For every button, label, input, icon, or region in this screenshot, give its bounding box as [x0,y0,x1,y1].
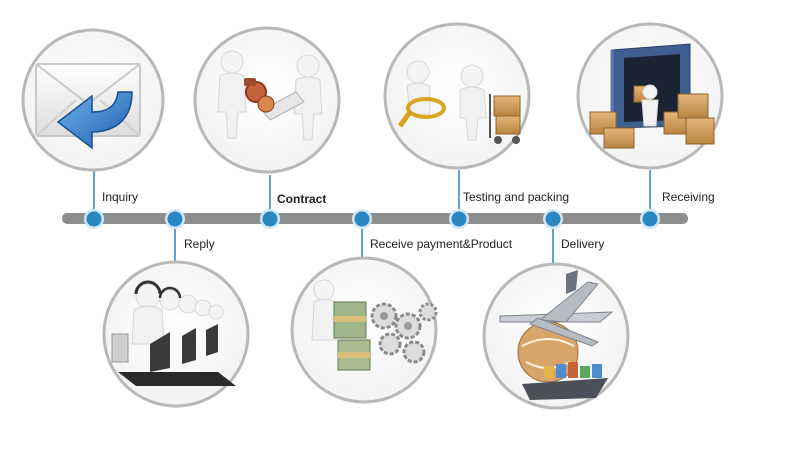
envelope-reply-icon [21,28,165,172]
node-reply [167,211,183,227]
warehouse-boxes-icon [576,22,724,170]
node-receiving [642,211,658,227]
step-label-contract: Contract [277,192,327,206]
call-center-icon [102,260,250,408]
step-label-receiving: Receiving [662,190,715,204]
inspection-packing-icon [383,22,531,170]
node-inquiry [86,211,102,227]
node-testing [451,211,467,227]
node-delivery [545,211,561,227]
timeline-bar [62,213,688,224]
step-label-delivery: Delivery [561,237,605,251]
timeline-nodes [84,209,660,229]
handshake-contract-icon [193,26,341,174]
node-contract [262,211,278,227]
airplane-cargo-icon [482,262,630,410]
node-payment [354,211,370,227]
step-label-testing: Testing and packing [463,190,570,204]
money-gears-icon [290,256,438,404]
step-label-reply: Reply [184,237,215,251]
step-label-payment: Receive payment&Product [370,237,513,251]
step-label-inquiry: Inquiry [102,190,139,204]
